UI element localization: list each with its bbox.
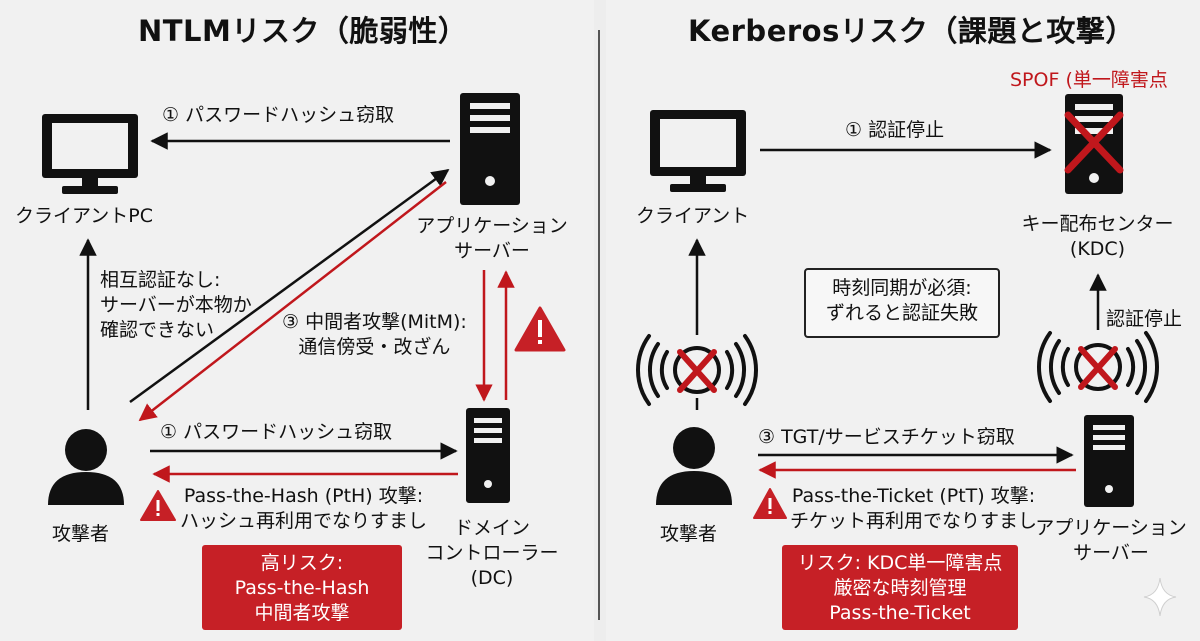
arrow-label-hash-theft-mid: ① パスワードハッシュ窃取 — [160, 421, 393, 443]
ptt-note-line1: Pass-the-Ticket (PtT) 攻撃: — [791, 485, 1036, 507]
warning-icon — [140, 490, 176, 521]
client-label: クライアント — [636, 205, 750, 227]
kerberos-title: Kerberosリスク（課題と攻撃） — [688, 14, 1135, 48]
arrow-label-hash-theft-top: ① パスワードハッシュ窃取 — [162, 104, 395, 126]
kdc-label-line1: キー配布センター — [1021, 213, 1174, 235]
kerberos-risk-line2: 厳密な時刻管理 — [833, 577, 967, 599]
auth-stop-label: 認証停止 — [1106, 308, 1183, 330]
pth-note-line2: ハッシュ再利用でなりすまし — [180, 510, 428, 532]
person-icon — [48, 429, 124, 505]
app-server-label: アプリケーション サーバー — [1026, 516, 1196, 566]
mutual-auth-note-line2: サーバーが本物か — [100, 294, 252, 316]
ptt-note: Pass-the-Ticket (PtT) 攻撃: チケット再利用でなりすまし — [790, 484, 1037, 534]
mutual-auth-note: 相互認証なし: サーバーが本物か 確認できない — [100, 268, 252, 343]
app-server-label-line2: サーバー — [1073, 542, 1149, 564]
kdc-label-line2: (KDC) — [1069, 238, 1126, 260]
arrow-attacker-to-server — [129, 168, 450, 404]
monitor-icon — [650, 110, 746, 192]
ntlm-risk-line3: 中間者攻撃 — [254, 602, 350, 624]
client-pc-label: クライアントPC — [15, 205, 153, 227]
server-icon — [466, 408, 510, 503]
kdc-label: キー配布センター (KDC) — [1010, 212, 1185, 262]
red-x-icon — [1078, 346, 1118, 390]
ntlm-risk-line2: Pass-the-Hash — [234, 577, 370, 599]
kerberos-risk-line1: リスク: KDC単一障害点 — [797, 552, 1003, 574]
pth-note: Pass-the-Hash (PtH) 攻撃: ハッシュ再利用でなりすまし — [180, 484, 427, 534]
monitor-icon — [42, 114, 138, 194]
mitm-note-line1: ③ 中間者攻撃(MitM): — [282, 311, 467, 333]
ntlm-risk-box: 高リスク: Pass-the-Hash 中間者攻撃 — [202, 545, 402, 630]
person-icon — [656, 427, 732, 505]
mitm-note-line2: 通信傍受・改ざん — [298, 336, 451, 358]
time-sync-note-line1: 時刻同期が必須: — [832, 277, 972, 299]
app-server-label-line2: サーバー — [454, 240, 530, 262]
red-x-icon — [677, 349, 717, 393]
mitm-note: ③ 中間者攻撃(MitM): 通信傍受・改ざん — [282, 310, 467, 360]
attacker-label: 攻撃者 — [660, 523, 718, 545]
time-sync-note-line2: ずれると認証失敗 — [825, 302, 978, 324]
dc-label: ドメイン コントローラー (DC) — [412, 516, 572, 591]
dc-label-line2: コントローラー — [425, 542, 559, 564]
kerberos-risk-box: リスク: KDC単一障害点 厳密な時刻管理 Pass-the-Ticket — [782, 545, 1018, 630]
dc-label-line1: ドメイン — [453, 517, 530, 539]
mutual-auth-note-line3: 確認できない — [100, 319, 215, 341]
app-server-label-line1: アプリケーション — [416, 215, 568, 237]
red-x-icon — [1064, 111, 1124, 174]
arrow-label-auth-stop-top: ① 認証停止 — [845, 119, 945, 141]
sparkle-icon — [1143, 577, 1177, 617]
ntlm-risk-line1: 高リスク: — [260, 552, 344, 574]
server-icon — [1084, 415, 1134, 507]
warning-icon — [514, 306, 566, 352]
server-icon — [460, 93, 520, 205]
ptt-note-line2: チケット再利用でなりすまし — [790, 510, 1038, 532]
dc-label-line3: (DC) — [470, 567, 514, 589]
spof-label: SPOF (単一障害点 — [1010, 69, 1168, 91]
time-sync-note: 時刻同期が必須: ずれると認証失敗 — [804, 268, 1000, 338]
panel-divider — [598, 30, 600, 620]
pth-note-line1: Pass-the-Hash (PtH) 攻撃: — [183, 485, 424, 507]
warning-icon — [753, 488, 787, 519]
ntlm-title: NTLMリスク（脆弱性） — [138, 14, 468, 48]
attacker-label: 攻撃者 — [52, 523, 110, 545]
mutual-auth-note-line1: 相互認証なし: — [100, 269, 221, 291]
arrow-label-tgt-theft: ③ TGT/サービスチケット窃取 — [758, 426, 1015, 448]
app-server-label: アプリケーション サーバー — [402, 214, 582, 264]
kerberos-risk-line3: Pass-the-Ticket — [829, 602, 971, 624]
app-server-label-line1: アプリケーション — [1035, 517, 1187, 539]
arrow-mitm-red — [138, 181, 447, 422]
